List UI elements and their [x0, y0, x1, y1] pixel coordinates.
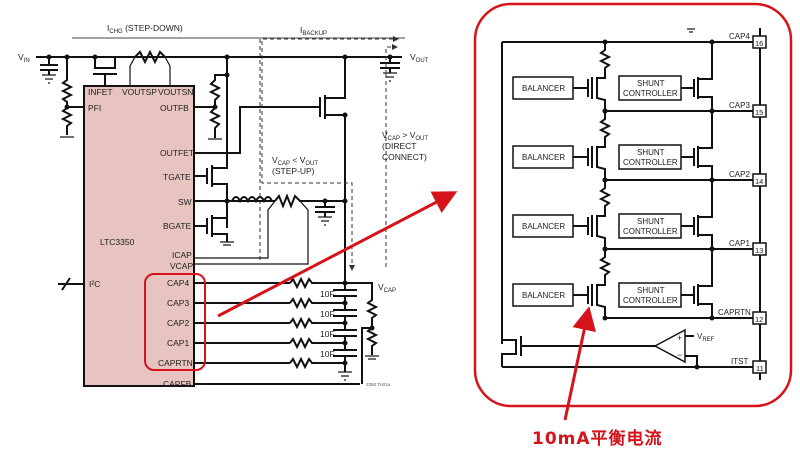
- shunt-controller-box: [618, 213, 682, 239]
- vcap-label: VCAP: [378, 282, 396, 294]
- direct-line1: VCAP > VOUT: [382, 130, 428, 142]
- pin-bgate: BGATE: [163, 221, 192, 231]
- pin-number: 15: [755, 108, 763, 117]
- shunt-label-2: CONTROLLER: [623, 296, 678, 305]
- shunt-label-2: CONTROLLER: [623, 89, 678, 98]
- pin-infet: INFET: [88, 87, 113, 97]
- stepup-line1: VCAP < VOUT: [272, 155, 318, 167]
- pin-cap4: CAP4: [167, 278, 189, 288]
- pin-box: [752, 311, 767, 325]
- left-schematic: LTC3350 ICHG (STEP-DOWN) IBACKUP VIN VOU…: [18, 23, 429, 389]
- supercap-stack: [333, 270, 357, 381]
- ibackup-path: [259, 36, 399, 260]
- pin-caprtn: CAPRTN: [158, 358, 193, 368]
- pin-tgate: TGATE: [163, 172, 191, 182]
- pin-number: 12: [755, 315, 763, 324]
- node-label: CAP2: [729, 170, 750, 179]
- series-resistors: [289, 276, 345, 370]
- pin-box: [752, 173, 767, 187]
- pin-box: [752, 242, 767, 256]
- pin-sw: SW: [178, 197, 192, 207]
- balance-current-caption: 10mA平衡电流: [532, 429, 663, 449]
- cell-rows: BALANCERSHUNTCONTROLLER15CAP3BALANCERSHU…: [512, 39, 767, 325]
- pin-outfet: OUTFET: [160, 148, 194, 158]
- pin-i2c: I²C: [89, 279, 100, 289]
- opamp-triangle: [653, 328, 686, 364]
- balancer-label: BALANCER: [522, 84, 565, 93]
- direct-line2: (DIRECT: [382, 141, 416, 151]
- pin-box: [752, 104, 767, 118]
- ibackup-label: IBACKUP: [300, 25, 327, 37]
- pin-voutsp: VOUTSP: [122, 87, 157, 97]
- cap-pin-rows: [194, 282, 360, 385]
- direct-line3: CONNECT): [382, 152, 427, 162]
- balancer-label: BALANCER: [522, 291, 565, 300]
- cap-value-1: 10F: [320, 289, 335, 299]
- opamp-minus: −: [677, 350, 682, 360]
- shunt-label-2: CONTROLLER: [623, 158, 678, 167]
- detail-frame: [473, 2, 793, 408]
- vref-label: VREF: [697, 332, 715, 343]
- cap-pins-highlight: [144, 273, 206, 371]
- shunt-controller-box: [618, 282, 682, 308]
- pin-number: 13: [755, 246, 763, 255]
- pin-box-16: [752, 35, 767, 49]
- cap-value-3: 10F: [320, 329, 335, 339]
- balancer-label: BALANCER: [522, 153, 565, 162]
- shunt-label-1: SHUNT: [637, 79, 665, 88]
- shunt-label-1: SHUNT: [637, 217, 665, 226]
- node-label: CAPRTN: [718, 308, 751, 317]
- pin-number-16: 16: [755, 39, 763, 48]
- chip-body: [83, 85, 195, 387]
- stepup-line2: (STEP-UP): [272, 166, 315, 176]
- pin-capfb: CAPFB: [163, 379, 192, 389]
- shunt-label-1: SHUNT: [637, 286, 665, 295]
- pin-cap3: CAP3: [167, 298, 189, 308]
- balancer-label: BALANCER: [522, 222, 565, 231]
- vin-label: VIN: [18, 52, 30, 64]
- right-detail: BALANCERSHUNTCONTROLLER15CAP3BALANCERSHU…: [473, 2, 793, 421]
- pin-voutsn: VOUTSN: [158, 87, 193, 97]
- node-itst: ITST: [731, 357, 748, 366]
- pin-vcap: VCAP: [170, 261, 193, 271]
- shunt-label-1: SHUNT: [637, 148, 665, 157]
- pin-number-11: 11: [756, 364, 764, 373]
- vout-label: VOUT: [410, 52, 429, 64]
- chip-name: LTC3350: [100, 237, 135, 247]
- shunt-controller-box: [618, 75, 682, 101]
- opamp-plus: +: [677, 333, 682, 343]
- cap-value-2: 10F: [320, 309, 335, 319]
- pin-cap1: CAP1: [167, 338, 189, 348]
- callout-arrow: [217, 191, 458, 318]
- node-cap4: CAP4: [729, 32, 750, 41]
- cap-value-4: 10F: [320, 349, 335, 359]
- node-label: CAP3: [729, 101, 750, 110]
- pin-pfi: PFI: [88, 103, 101, 113]
- pin-number: 14: [755, 177, 763, 186]
- pin-cap2: CAP2: [167, 318, 189, 328]
- shunt-label-2: CONTROLLER: [623, 227, 678, 236]
- pin-icap: ICAP: [172, 250, 192, 260]
- pin-box-11: [752, 360, 767, 374]
- pin-outfb: OUTFB: [160, 103, 189, 113]
- figure-id: 3350 TA01a: [366, 382, 391, 387]
- ichg-label: ICHG (STEP-DOWN): [107, 23, 183, 35]
- node-label: CAP1: [729, 239, 750, 248]
- caption-arrow: [563, 306, 596, 421]
